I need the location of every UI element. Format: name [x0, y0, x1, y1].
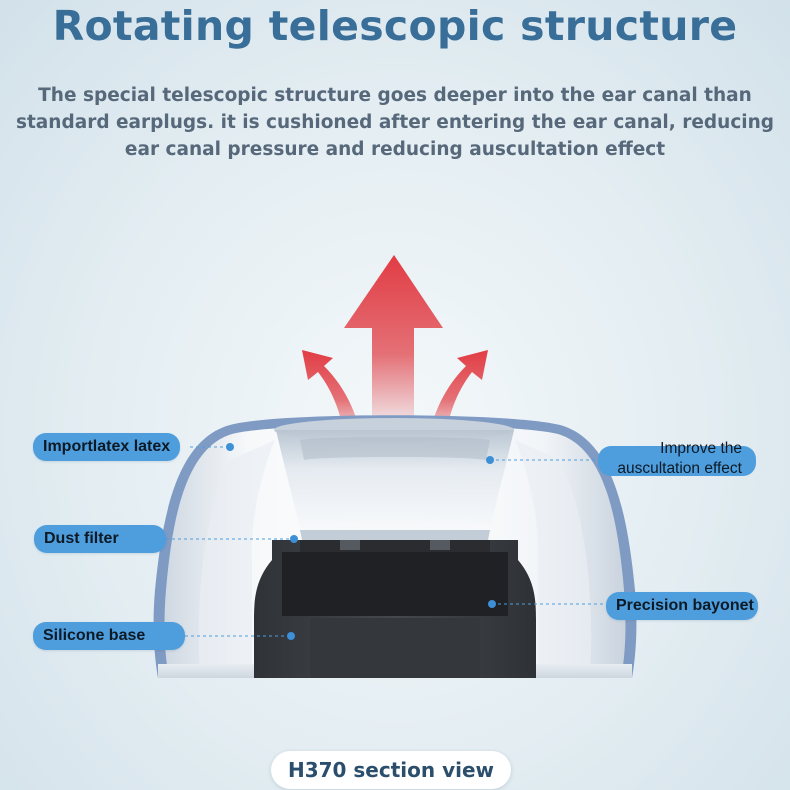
- pressure-arrows: [302, 255, 488, 440]
- silicone-base: [158, 664, 254, 678]
- label-importlatex-latex: Importlatex latex: [33, 433, 181, 461]
- label-dust-filter: Dust filter: [34, 525, 166, 553]
- description-line: ear canal pressure and reducing ausculta…: [124, 139, 666, 160]
- description: The special telescopic structure goes de…: [15, 82, 775, 163]
- label-line: Improve the: [660, 440, 742, 457]
- label-line: auscultation effect: [617, 460, 742, 477]
- center-arrow: [344, 255, 443, 435]
- label-silicone-base: Silicone base: [33, 622, 185, 650]
- label-precision-bayonet: Precision bayonet: [606, 592, 758, 620]
- description-line: The special telescopic structure goes de…: [38, 85, 752, 106]
- label-improve-auscultation-text: Improve the auscultation effect: [590, 439, 742, 479]
- section-view-caption: H370 section view: [271, 751, 511, 789]
- telescopic-cup: [274, 418, 514, 540]
- core-structure: [254, 540, 536, 678]
- callout-lines: [160, 446, 606, 637]
- page-title: Rotating telescopic structure: [52, 2, 738, 50]
- callout-dots: [226, 443, 496, 640]
- label-improve-auscultation: [598, 446, 756, 476]
- description-line: standard earplugs. it is cushioned after…: [15, 112, 775, 133]
